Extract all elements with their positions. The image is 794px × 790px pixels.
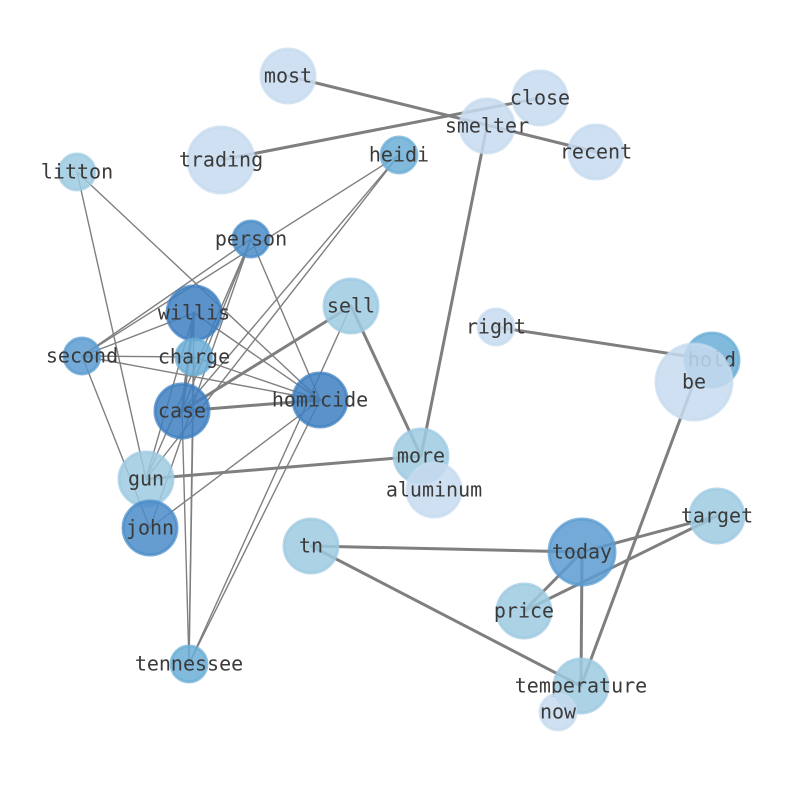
node-homicide: homicide <box>272 371 368 429</box>
node-label-right: right <box>466 315 526 339</box>
node-willis: willis <box>158 284 230 342</box>
node-label-john: john <box>126 516 174 540</box>
node-be: be <box>654 342 734 422</box>
node-aluminum: aluminum <box>386 461 482 519</box>
edge-sell-case <box>180 304 353 413</box>
node-label-charge: charge <box>158 345 230 369</box>
node-label-homicide: homicide <box>272 388 368 412</box>
node-label-today: today <box>552 540 612 564</box>
node-sell: sell <box>322 277 380 335</box>
node-label-most: most <box>264 64 312 88</box>
node-circle-heidi <box>379 135 419 175</box>
node-circle-trading <box>186 125 256 195</box>
node-circle-sell <box>322 277 380 335</box>
node-layer: most close smelter recent trading heidi litton… <box>41 47 753 732</box>
node-label-aluminum: aluminum <box>386 478 482 502</box>
edge-smelter-more <box>419 124 489 458</box>
edge-second-homicide <box>81 355 321 401</box>
node-john: john <box>121 499 179 557</box>
node-label-close: close <box>510 86 570 110</box>
node-tn: tn <box>282 517 340 575</box>
node-circle-target <box>688 487 746 545</box>
edge-heidi-case <box>181 154 400 412</box>
node-circle-right <box>476 307 516 347</box>
node-circle-homicide <box>291 371 349 429</box>
node-case: case <box>153 382 211 440</box>
node-target: target <box>681 487 753 545</box>
node-second: second <box>46 336 118 376</box>
node-label-person: person <box>215 227 287 251</box>
node-label-second: second <box>46 344 118 368</box>
node-label-gun: gun <box>128 467 164 491</box>
node-price: price <box>494 582 554 640</box>
edge-person-second <box>81 238 252 357</box>
node-label-heidi: heidi <box>369 143 429 167</box>
node-label-target: target <box>681 504 753 528</box>
node-circle-tennessee <box>169 644 209 684</box>
edge-be-temperature <box>579 380 696 688</box>
node-circle-charge <box>174 337 214 377</box>
edge-litton-gun <box>76 171 147 480</box>
edge-price-target <box>522 514 719 613</box>
node-label-tennessee: tennessee <box>135 652 243 676</box>
edge-gun-more <box>144 454 423 481</box>
node-circle-litton <box>57 152 97 192</box>
node-label-tn: tn <box>299 534 323 558</box>
node-temperature: temperature <box>515 657 647 715</box>
node-circle-tn <box>282 517 340 575</box>
node-circle-close <box>511 69 569 127</box>
node-label-price: price <box>494 599 554 623</box>
edge-homicide-john <box>149 399 321 529</box>
node-label-smelter: smelter <box>445 114 529 138</box>
node-circle-today <box>547 517 617 587</box>
node-right: right <box>466 307 526 347</box>
node-heidi: heidi <box>369 135 429 175</box>
node-label-recent: recent <box>560 140 632 164</box>
node-label-now: now <box>540 700 577 724</box>
node-charge: charge <box>158 337 230 377</box>
node-tennessee: tennessee <box>135 644 243 684</box>
node-circle-case <box>153 382 211 440</box>
node-label-be: be <box>682 370 706 394</box>
node-today: today <box>547 517 617 587</box>
edge-case-tennessee <box>181 410 190 665</box>
node-label-willis: willis <box>158 301 230 325</box>
node-circle-aluminum <box>405 461 463 519</box>
node-smelter: smelter <box>445 97 529 155</box>
node-trading: trading <box>179 125 263 195</box>
node-person: person <box>215 219 287 259</box>
node-label-temperature: temperature <box>515 674 647 698</box>
node-now: now <box>538 692 578 732</box>
node-label-case: case <box>158 399 206 423</box>
node-circle-be <box>654 342 734 422</box>
node-circle-most <box>259 47 317 105</box>
node-most: most <box>259 47 317 105</box>
node-close: close <box>510 69 570 127</box>
edge-tn-today <box>309 544 584 554</box>
edge-tn-temperature <box>309 544 583 688</box>
node-circle-recent <box>567 123 625 181</box>
node-litton: litton <box>41 152 113 192</box>
edge-most-recent <box>286 74 598 154</box>
edge-homicide-tennessee <box>188 399 321 665</box>
node-circle-person <box>231 219 271 259</box>
node-circle-now <box>538 692 578 732</box>
edge-person-homicide <box>250 238 321 401</box>
node-label-sell: sell <box>327 294 375 318</box>
node-circle-smelter <box>458 97 516 155</box>
node-circle-price <box>495 582 553 640</box>
edge-heidi-second <box>81 154 400 357</box>
node-gun: gun <box>117 450 175 508</box>
node-label-trading: trading <box>179 148 263 172</box>
node-circle-second <box>62 336 102 376</box>
node-label-litton: litton <box>41 160 113 184</box>
edge-sell-tennessee <box>188 305 352 665</box>
node-recent: recent <box>560 123 632 181</box>
node-circle-john <box>121 499 179 557</box>
